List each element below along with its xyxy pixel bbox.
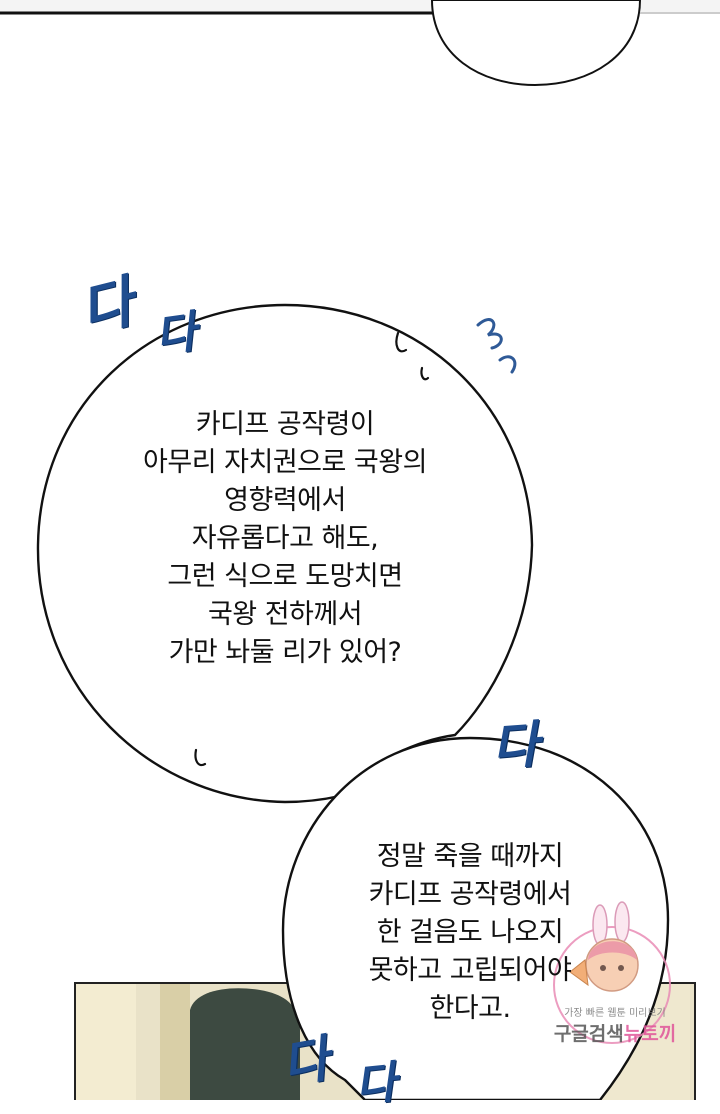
dialogue-line: 아무리 자치권으로 국왕의 bbox=[143, 447, 427, 478]
top-panel-edge bbox=[0, 0, 720, 87]
dialogue-line: 못하고 고립되어야 bbox=[368, 955, 572, 986]
dialogue-line: 한다고. bbox=[429, 993, 511, 1024]
watermark-brand-left: 구글검색 bbox=[553, 1023, 624, 1045]
sweat-marks bbox=[194, 331, 430, 767]
dialogue-line: 카디프 공작령이 bbox=[195, 409, 375, 440]
sfx-da-5: 다 bbox=[352, 1056, 399, 1112]
speech-bubble-2-text: 정말 죽을 때까지 카디프 공작령에서 한 걸음도 나오지 못하고 고립되어야 … bbox=[330, 838, 610, 1028]
dialogue-line: 영향력에서 bbox=[224, 485, 346, 516]
sfx-da-3: 다 bbox=[490, 714, 541, 777]
watermark-emblem bbox=[553, 901, 671, 1044]
dialogue-line: 가만 놔둘 리가 있어? bbox=[168, 637, 402, 668]
motion-swirls bbox=[476, 318, 517, 374]
dialogue-line: 카디프 공작령에서 bbox=[368, 879, 572, 910]
dialogue-line: 정말 죽을 때까지 bbox=[376, 841, 564, 872]
watermark: 가장 빠른 웹툰 미리보기 구글검색뉴토끼 bbox=[540, 1004, 690, 1046]
speech-bubble-2 bbox=[281, 736, 670, 1100]
watermark-tagline: 가장 빠른 웹툰 미리보기 bbox=[564, 1008, 666, 1019]
dialogue-line: 한 걸음도 나오지 bbox=[376, 917, 564, 948]
dialogue-line: 자유롭다고 해도, bbox=[191, 523, 379, 554]
watermark-brand-right: 뉴토끼 bbox=[623, 1023, 677, 1045]
watermark-brand: 구글검색뉴토끼 bbox=[540, 1019, 690, 1046]
dialogue-line: 국왕 전하께서 bbox=[207, 599, 363, 630]
speech-bubble-1-text: 카디프 공작령이 아무리 자치권으로 국왕의 영향력에서 자유롭다고 해도, 그… bbox=[95, 406, 475, 672]
sfx-da-2: 다 bbox=[152, 306, 200, 363]
dialogue-line: 그런 식으로 도망치면 bbox=[167, 561, 403, 592]
